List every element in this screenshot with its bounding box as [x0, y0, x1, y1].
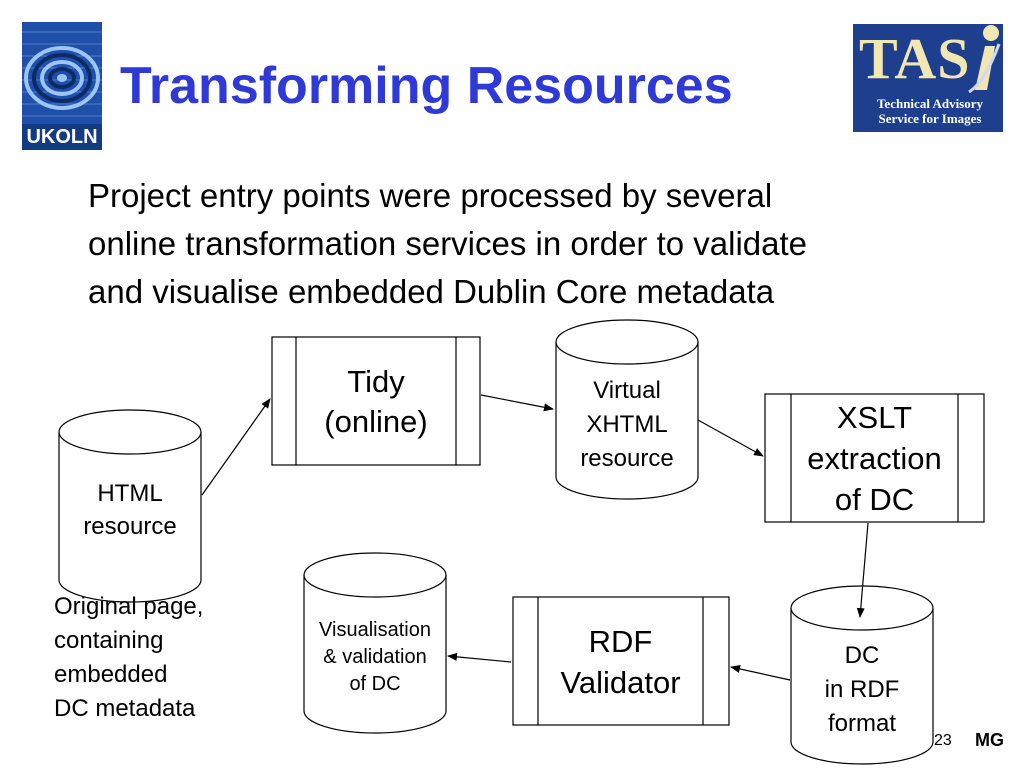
virtual-xhtml-cylinder — [555, 319, 699, 500]
ukoln-logo: UKOLN — [22, 22, 102, 150]
html-resource-cylinder — [58, 409, 202, 603]
rdf-validator-box — [512, 596, 730, 726]
dc-rdf-cylinder — [790, 585, 934, 765]
tasi-logo-main: TAS — [859, 26, 971, 91]
original-page-caption: Original page, containing embedded DC me… — [54, 593, 204, 722]
xslt-box — [764, 393, 985, 523]
arrow-xhtml-to-xslt — [697, 419, 764, 457]
node-rdf-validator: RDF Validator — [560, 624, 681, 700]
tidy-box — [271, 336, 481, 466]
arrow-dc-to-validator — [730, 665, 791, 681]
tasi-logo-subtitle: Technical Advisory Service for Images — [876, 96, 984, 126]
intro-line-3: and visualise embedded Dublin Core metad… — [88, 273, 775, 310]
visualisation-cylinder — [303, 552, 447, 734]
arrow-validator-to-visualisation — [447, 652, 512, 663]
arrow-xslt-to-dc — [856, 522, 869, 618]
ukoln-eye-icon — [22, 22, 102, 124]
tasi-i-icon — [968, 25, 1001, 94]
node-html-resource: HTML resource — [83, 480, 177, 540]
intro-text: Project entry points were processed by s… — [88, 172, 988, 316]
node-virtual-xhtml: Virtual XHTML resource — [580, 377, 674, 472]
intro-line-2: online transformation services in order … — [88, 225, 808, 262]
slide-title: Transforming Resources — [120, 57, 733, 115]
arrow-tidy-to-xhtml — [480, 394, 554, 412]
node-xslt: XSLT extraction of DC — [807, 399, 942, 517]
slide-number: 23 — [934, 732, 952, 749]
node-tidy: Tidy (online) — [324, 364, 428, 439]
author-initials: MG — [975, 730, 1004, 750]
arrow-html-to-tidy — [201, 398, 271, 496]
node-visualisation: Visualisation & validation of DC — [319, 618, 431, 695]
node-dc-rdf: DC in RDF format — [824, 642, 900, 737]
intro-line-1: Project entry points were processed by s… — [88, 177, 773, 214]
tasi-logo: TAS Technical Advisory Service for Image… — [853, 24, 1003, 132]
ukoln-logo-text: UKOLN — [22, 124, 102, 150]
